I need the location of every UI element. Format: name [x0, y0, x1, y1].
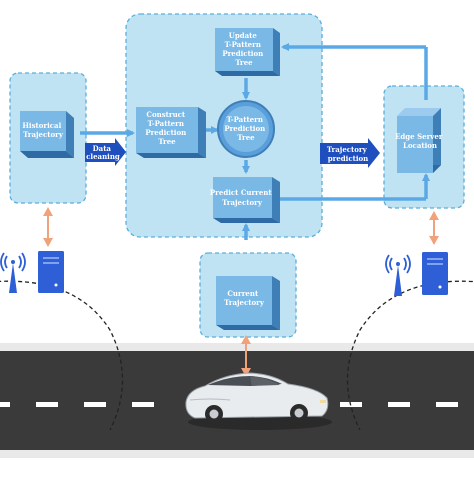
server-icon — [38, 251, 64, 293]
tpattern-tree-node: T-Pattern Prediction Tree — [218, 101, 274, 157]
construct-tree-node: Construct T-Pattern Prediction Tree — [136, 107, 206, 158]
antenna-icon — [1, 253, 25, 293]
bidir-arrow-right — [429, 211, 439, 245]
historical-trajectory-node: Historical Trajectory — [20, 111, 74, 158]
bidir-arrow-left — [43, 207, 53, 247]
predict-trajectory-node: Predict Current Trajectory — [210, 177, 280, 223]
current-trajectory-node: Current Trajectory — [216, 276, 280, 330]
server-icon — [422, 252, 448, 295]
trajectory-prediction-arrow: Trajectory prediction — [320, 138, 380, 168]
data-cleaning-arrow: Data cleaning — [85, 138, 126, 166]
historical-trajectory-label: Historical Trajectory — [22, 121, 64, 139]
antenna-icon — [386, 255, 410, 296]
current-trajectory-label: Current Trajectory — [224, 289, 265, 307]
update-tree-node: Update T-Pattern Prediction Tree — [215, 28, 280, 76]
trajectory-prediction-label: Trajectory prediction — [327, 145, 369, 163]
edge-server-node: Edge Server Location — [395, 108, 445, 173]
